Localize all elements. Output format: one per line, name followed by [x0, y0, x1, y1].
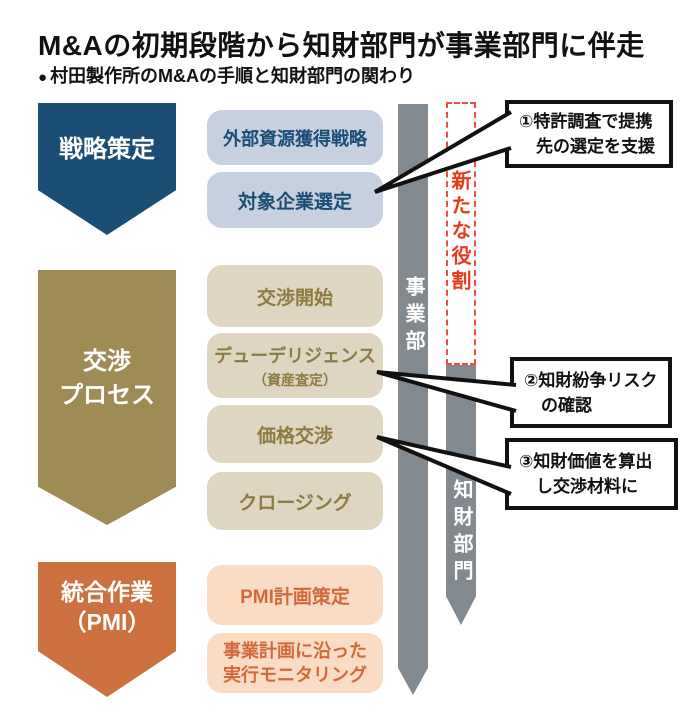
stage-arrow-pmi: 統合作業 （PMI）	[38, 562, 176, 697]
process-box-closing: クロージング	[207, 472, 383, 530]
process-box-price-negotiation: 価格交渉	[207, 405, 383, 463]
process-box-target-selection: 対象企業選定	[207, 172, 383, 228]
callout-box-3-ip-valuation: ③知財価値を算出 し交渉材料に	[505, 438, 678, 510]
stage-label-strategy: 戦略策定	[59, 136, 155, 163]
stage-label-negotiation: 交渉 プロセス	[59, 347, 155, 409]
process-box-due-diligence: デューデリジェンス （資産査定）	[207, 333, 383, 398]
process-box-execution-monitoring: 事業計画に沿った 実行モニタリング	[207, 633, 383, 693]
stage-label-pmi: 統合作業 （PMI）	[61, 579, 153, 635]
page-title: M&Aの初期段階から知財部門が事業部門に伴走	[38, 30, 645, 61]
track-bar-business-division: 事業部	[398, 104, 428, 695]
process-box-external-resource-strategy: 外部資源獲得戦略	[207, 110, 383, 165]
stage-arrow-negotiation: 交渉 プロセス	[38, 270, 176, 525]
new-role-label: 新たな役割	[448, 170, 470, 295]
stage-arrow-strategy: 戦略策定	[38, 103, 176, 235]
process-box-negotiation-start: 交渉開始	[207, 265, 383, 327]
new-role-dashed-box: 新たな役割	[446, 102, 476, 365]
track-label-business-division: 事業部	[402, 276, 424, 357]
callout-box-2-ip-dispute-risk: ②知財紛争リスク の確認	[510, 357, 672, 428]
bullet-icon: ●	[38, 69, 48, 86]
callout-box-1-patent-research: ①特許調査で提携 先の選定を支援	[505, 100, 673, 168]
track-label-ip-division: 知財部門	[450, 479, 472, 587]
connector-wedge-1	[373, 110, 513, 194]
track-bar-ip-division: 知財部門	[446, 363, 476, 625]
page-subtitle-text: 村田製作所のM&Aの手順と知財部門の関わり	[50, 66, 416, 86]
process-box-pmi-planning: PMI計画策定	[207, 565, 383, 625]
connector-wedge-3	[376, 435, 512, 496]
page-subtitle: ●村田製作所のM&Aの手順と知財部門の関わり	[38, 62, 415, 88]
